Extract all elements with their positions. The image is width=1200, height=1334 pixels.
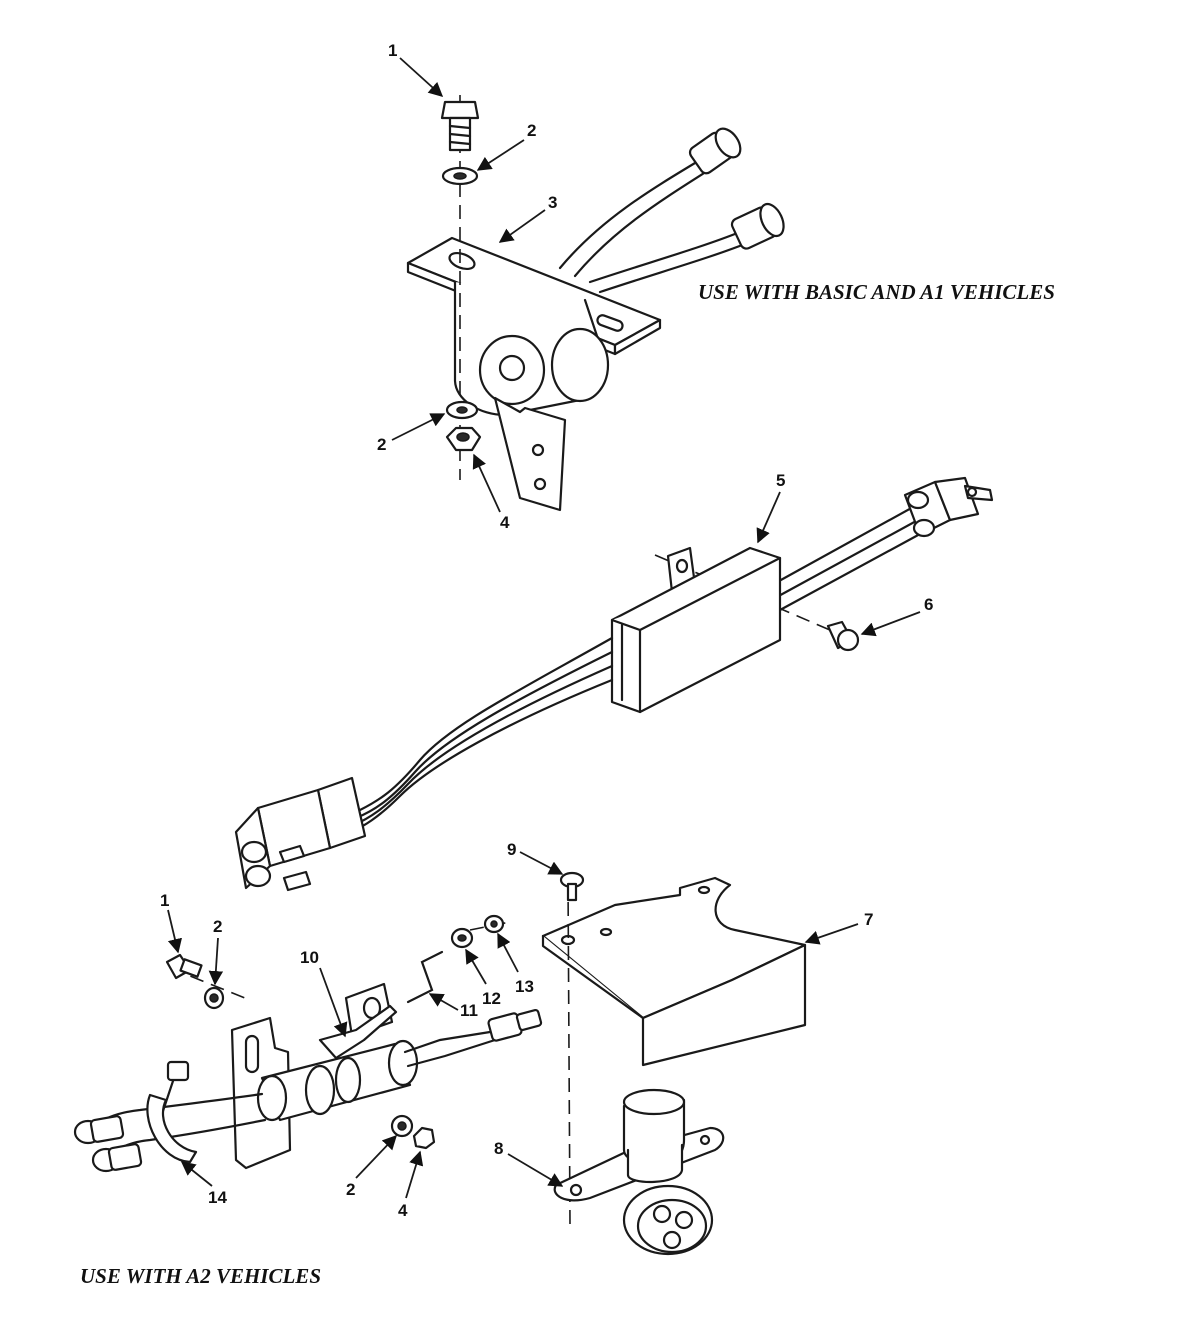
callouts-middle: 5 6 xyxy=(756,471,933,637)
a2-connector-left-lower xyxy=(91,1143,143,1173)
callout-2-low: 2 xyxy=(213,917,222,936)
harness-connector-left xyxy=(234,776,367,892)
callout-5: 5 xyxy=(776,471,785,490)
callout-2-bot: 2 xyxy=(346,1180,355,1199)
callout-6: 6 xyxy=(924,595,933,614)
switch-assembly-a2 xyxy=(73,914,543,1173)
screw-9 xyxy=(559,871,585,902)
callout-2-top: 2 xyxy=(527,121,536,140)
callouts-lower-left: 1 2 10 11 12 13 14 2 4 xyxy=(160,891,534,1220)
wire-connector-lower xyxy=(730,202,785,250)
callout-8: 8 xyxy=(494,1139,503,1158)
bolt-low xyxy=(165,953,203,980)
caption-basic-a1: USE WITH BASIC AND A1 VEHICLES xyxy=(698,280,1055,304)
nut-bot xyxy=(412,1126,436,1150)
callout-3: 3 xyxy=(548,193,557,212)
wiring-harness xyxy=(234,476,994,892)
callout-12: 12 xyxy=(482,989,501,1008)
bracket-assembly-7 xyxy=(541,871,807,1256)
screw-6 xyxy=(826,620,860,652)
callout-13: 13 xyxy=(515,977,534,996)
a2-connector-left-upper xyxy=(73,1115,125,1145)
caption-a2: USE WITH A2 VEHICLES xyxy=(80,1264,321,1288)
terminal-tab xyxy=(493,396,567,512)
receptacle-8 xyxy=(553,1088,725,1256)
bracket-7 xyxy=(541,876,807,1020)
callout-9: 9 xyxy=(507,840,516,859)
callout-4-mid: 4 xyxy=(500,513,510,532)
switch-assembly-basic-a1 xyxy=(406,95,785,512)
lever-10 xyxy=(318,1004,398,1060)
callouts-lower-right: 9 7 8 xyxy=(494,840,873,1187)
solenoid-body xyxy=(256,1039,419,1122)
bolt-top xyxy=(440,100,480,152)
wire-connector-upper xyxy=(688,127,742,175)
callout-10: 10 xyxy=(300,948,319,967)
rod-11 xyxy=(406,950,444,1004)
callouts-top: 1 2 3 2 4 xyxy=(377,41,557,532)
callout-2-mid: 2 xyxy=(377,435,386,454)
a2-connector-top xyxy=(166,1060,190,1082)
callout-1-top: 1 xyxy=(388,41,397,60)
callout-4-bot: 4 xyxy=(398,1201,408,1220)
harness-molded-block xyxy=(610,546,782,714)
callout-1-low: 1 xyxy=(160,891,169,910)
callout-14: 14 xyxy=(208,1188,227,1207)
callout-7: 7 xyxy=(864,910,873,929)
callout-11: 11 xyxy=(460,1001,478,1020)
a2-connector-right xyxy=(487,1008,543,1042)
harness-connector-right xyxy=(903,476,994,538)
